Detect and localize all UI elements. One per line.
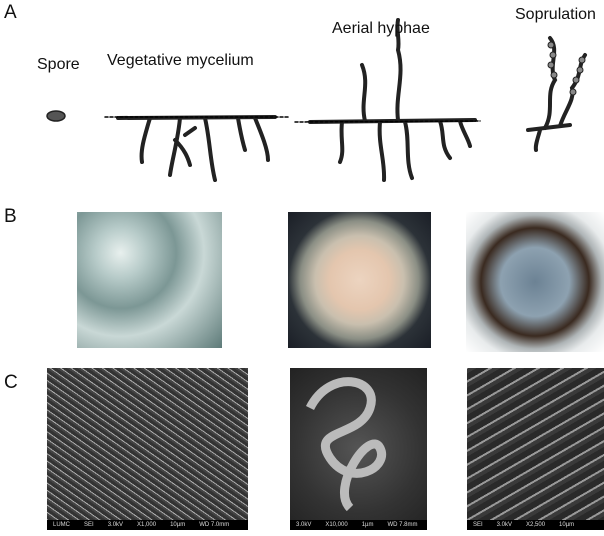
petri-dish-photo	[466, 212, 604, 352]
spiral-hypha-drawing	[305, 377, 387, 512]
spore-icon	[46, 110, 66, 122]
sem-text: WD 7.0mm	[199, 522, 230, 528]
sem-text: X10,000	[325, 522, 348, 528]
sem-info-bar: LUMC SEI 3.0kV X1,000 10µm WD 7.0mm	[47, 520, 248, 530]
growth-diagram	[46, 18, 587, 182]
label-vegetative-mycelium: Vegetative mycelium	[107, 52, 254, 69]
sem-text: SEI	[473, 522, 483, 528]
label-spore: Spore	[37, 56, 80, 73]
panel-label-b: B	[4, 206, 17, 227]
sem-text: WD 7.8mm	[387, 522, 418, 528]
sem-text: X2,500	[526, 522, 546, 528]
sem-text: 10µm	[170, 522, 186, 528]
sem-image-spore-chains: SEI 3.0kV X2,500 10µm	[467, 368, 604, 530]
sem-image-spiral: 3.0kV X10,000 1µm WD 7.8mm	[290, 368, 427, 530]
colony-closeup-photo	[77, 212, 222, 348]
sem-info-bar: 3.0kV X10,000 1µm WD 7.8mm	[290, 520, 427, 530]
label-sporulation: Soprulation	[515, 6, 596, 23]
sem-text: X1,000	[137, 522, 157, 528]
sporulation-drawing	[526, 36, 587, 152]
aerial-hyphae-drawing	[308, 18, 477, 182]
panel-label-c: C	[4, 372, 18, 393]
sem-text: 3.0kV	[107, 522, 124, 528]
sem-text: LUMC	[53, 522, 71, 528]
sem-text: 3.0kV	[496, 522, 513, 528]
sem-text: SEI	[84, 522, 94, 528]
sem-text: 10µm	[559, 522, 575, 528]
sem-image-mycelium: LUMC SEI 3.0kV X1,000 10µm WD 7.0mm	[47, 368, 248, 530]
vegetative-mycelium-drawing	[116, 115, 277, 182]
sem-text: 3.0kV	[296, 522, 312, 528]
sem-text: 1µm	[361, 522, 374, 528]
label-aerial-hyphae: Aerial hyphae	[332, 20, 430, 37]
panel-label-a: A	[4, 2, 17, 23]
sem-info-bar: SEI 3.0kV X2,500 10µm	[467, 520, 604, 530]
colony-plate-photo	[288, 212, 431, 348]
